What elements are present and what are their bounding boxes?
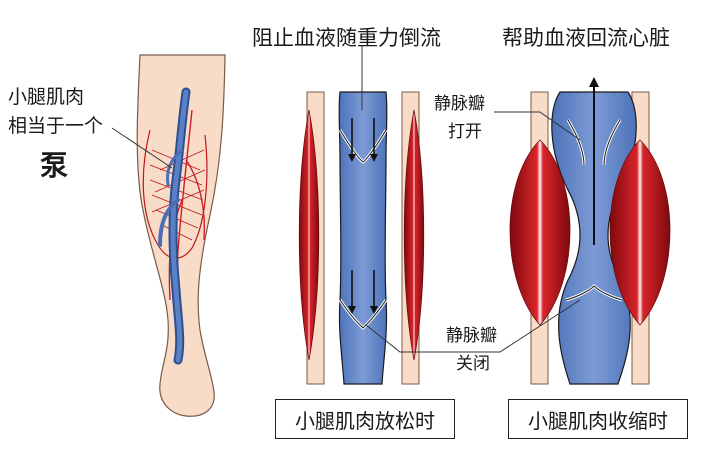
valve-open-label-line2: 打开 [448, 122, 482, 142]
side-label-pump: 泵 [40, 149, 69, 182]
leg-illustration [111, 54, 226, 417]
heading-prevent-backflow: 阻止血液随重力倒流 [252, 26, 441, 50]
contracted-muscle-right [609, 139, 671, 326]
relaxed-muscle-right [403, 109, 425, 361]
leg-vein-branch [158, 198, 180, 247]
contracted-muscle-left [509, 139, 571, 326]
relaxed-panel [298, 45, 440, 385]
valve-open-label-line1: 静脉瓣 [434, 94, 485, 114]
leg-outline [136, 54, 226, 417]
pointer-line-pump [111, 127, 173, 169]
valve-closed-label-line1: 静脉瓣 [446, 326, 497, 346]
relaxed-vein [338, 91, 388, 385]
leg-vein-branch-2 [166, 148, 184, 187]
heading-assist-return: 帮助血液回流心脏 [502, 26, 670, 50]
side-label-line2: 相当于一个 [8, 115, 104, 137]
side-label-line1: 小腿肌肉 [8, 86, 85, 108]
contracted-panel [440, 77, 671, 385]
caption-relaxed: 小腿肌肉放松时 [275, 399, 455, 439]
relaxed-muscle-left [298, 109, 320, 361]
caption-contracted: 小腿肌肉收缩时 [508, 399, 688, 439]
valve-closed-label-line2: 关闭 [456, 354, 490, 374]
leg-main-vein-highlight [170, 89, 189, 363]
